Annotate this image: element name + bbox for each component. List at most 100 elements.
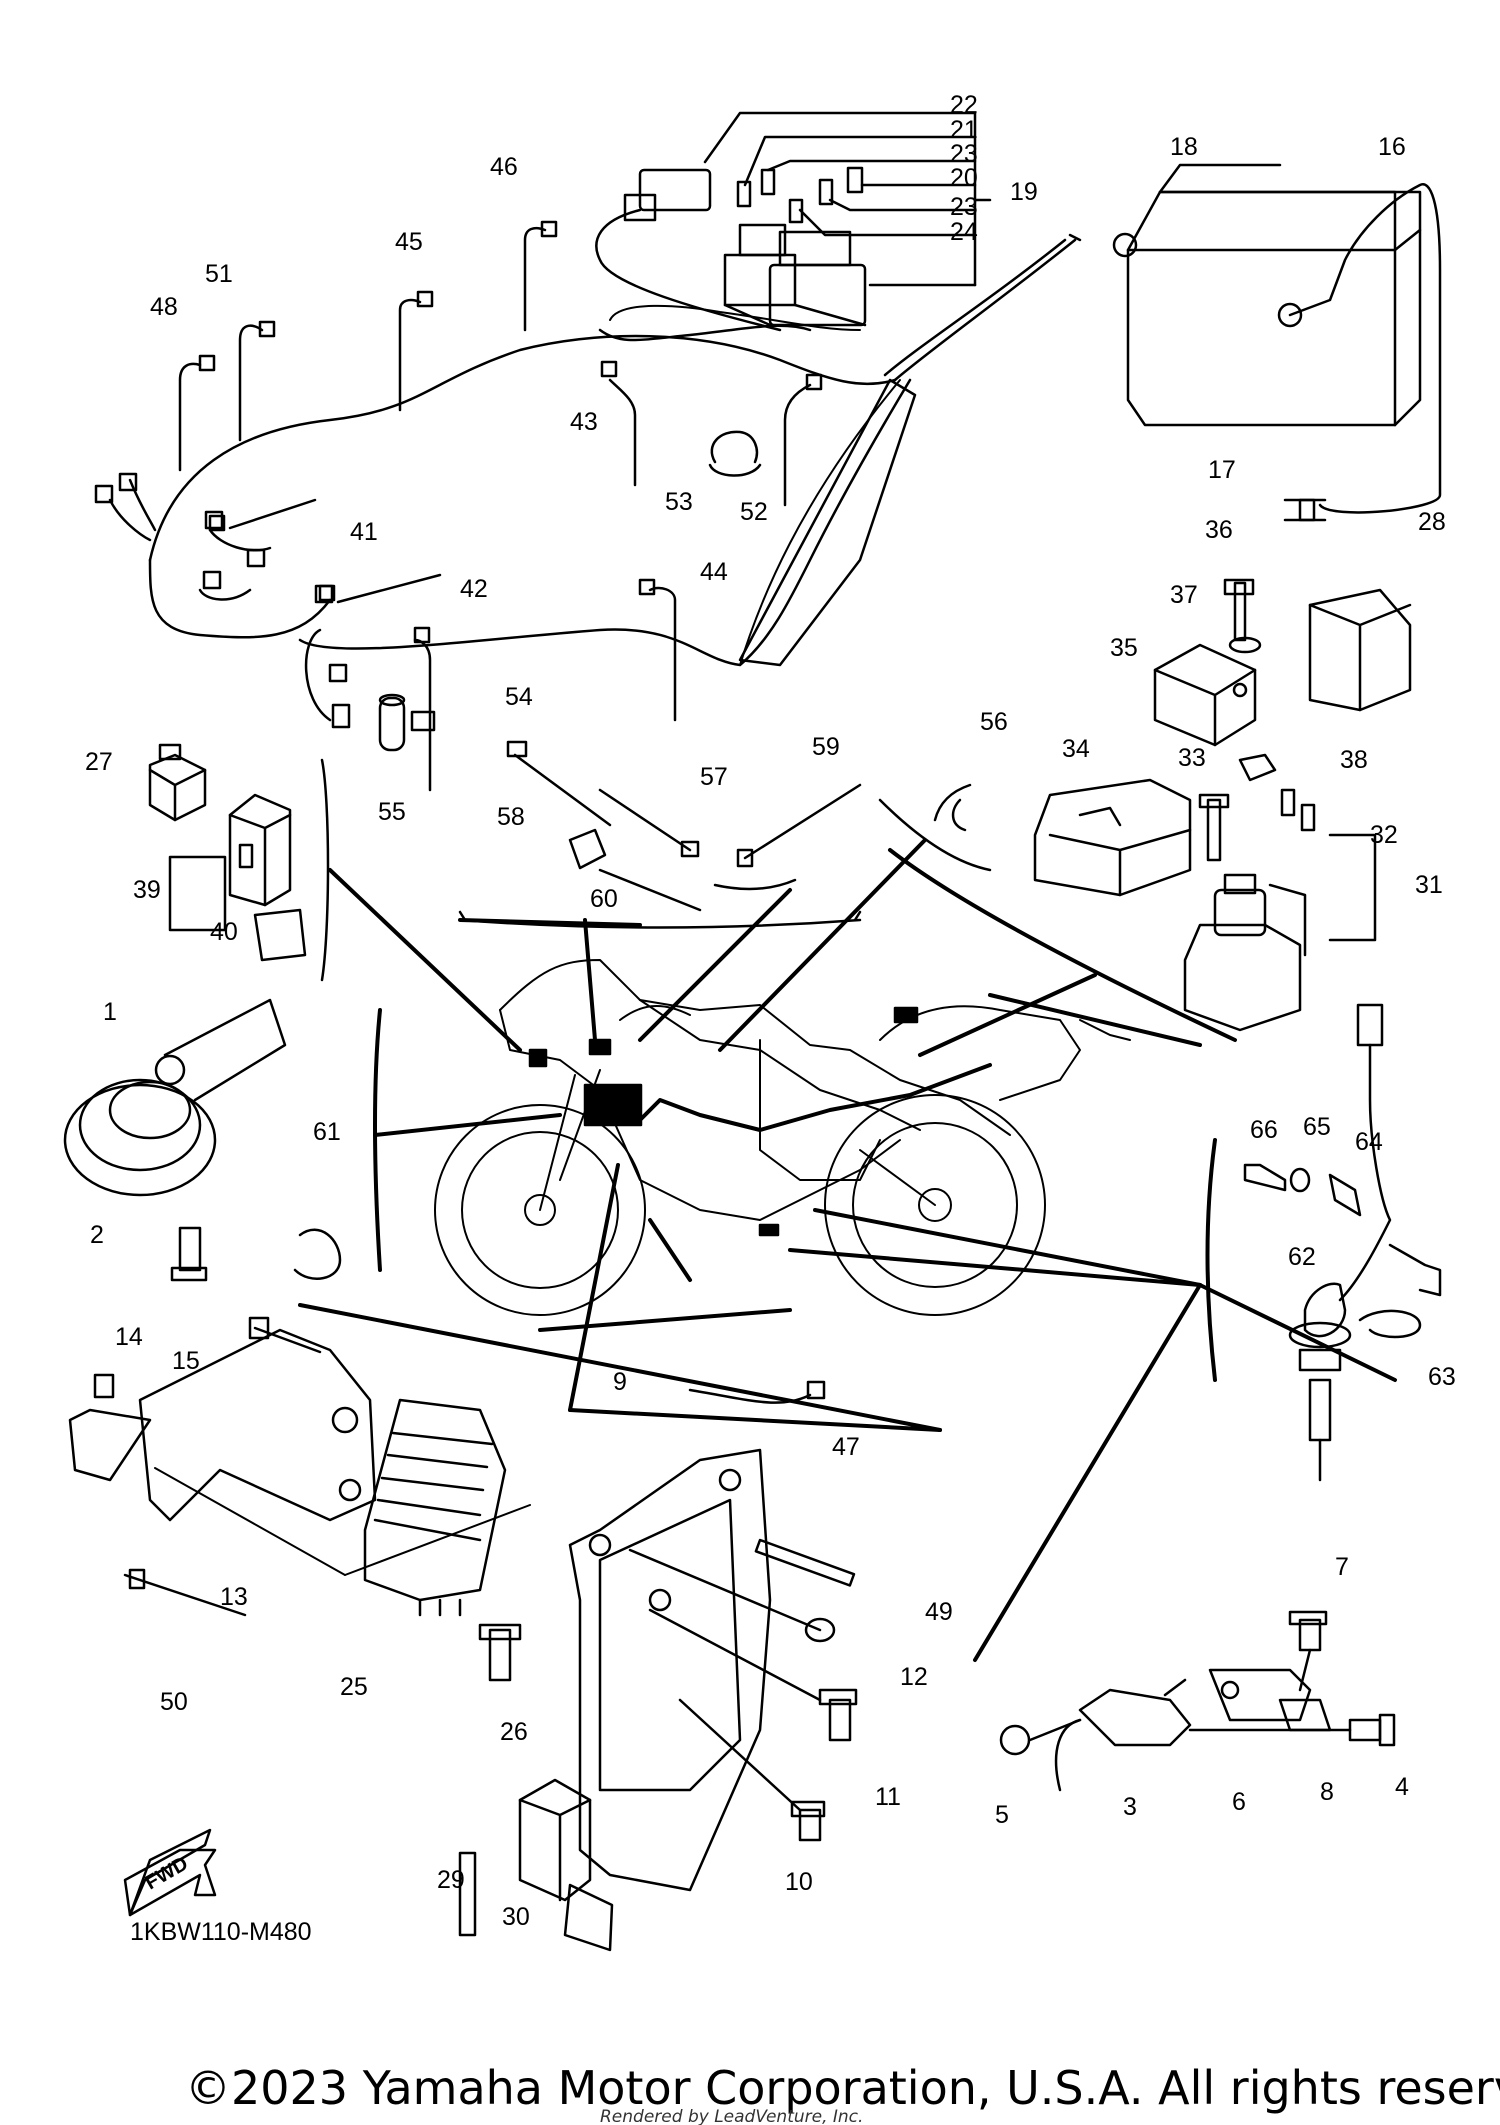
relay-29-30 [458, 1778, 614, 1952]
bolt-26 [488, 1628, 512, 1682]
callout-21: 21 [950, 116, 978, 144]
diagram-code: 1KBW110-M480 [130, 1918, 312, 1946]
harness-sheath [738, 378, 917, 667]
fuse-23a [760, 168, 776, 196]
wire-47 [688, 1388, 812, 1404]
fuse-box [595, 111, 992, 332]
tie-59 [743, 783, 862, 860]
band-54 [410, 710, 436, 732]
fuse-20 [846, 166, 864, 194]
fwd-arrow: FWD [123, 1828, 217, 1917]
callout-50: 50 [160, 1688, 188, 1716]
callout-49: 49 [925, 1598, 953, 1626]
callout-25: 25 [340, 1673, 368, 1701]
bolt-15 [253, 1326, 322, 1354]
callout-3: 3 [1123, 1793, 1137, 1821]
callout-53: 53 [665, 488, 693, 516]
tie-58 [513, 753, 612, 827]
callout-46: 46 [490, 153, 518, 181]
plate-6 [1208, 1668, 1312, 1722]
bolt-36 [1233, 581, 1247, 642]
callout-54: 54 [505, 683, 533, 711]
collar-65 [1289, 1167, 1311, 1193]
wire-harness [94, 220, 1082, 792]
callout-20: 20 [950, 164, 978, 192]
render-credit: Rendered by LeadVenture, Inc. [600, 2107, 863, 2125]
relay-28 [1308, 588, 1412, 712]
callout-13: 13 [220, 1583, 248, 1611]
callout-38: 38 [1340, 746, 1368, 774]
callout-44: 44 [700, 558, 728, 586]
grommet-12 [804, 1617, 836, 1643]
clamp-56 [933, 783, 972, 832]
tie-60 [598, 868, 702, 912]
relay-39 [168, 793, 307, 962]
callout-8: 8 [1320, 1778, 1334, 1806]
callout-23-second: 23 [950, 193, 978, 221]
callout-14: 14 [115, 1323, 143, 1351]
callout-33: 33 [1178, 744, 1206, 772]
wire-47-connector [806, 1380, 826, 1400]
sensor-wire [1054, 1718, 1082, 1792]
callout-19: 19 [1010, 178, 1038, 206]
pointer-lines [328, 838, 1202, 1412]
callout-5: 5 [995, 1801, 1009, 1829]
callout-66: 66 [1250, 1116, 1278, 1144]
callout-32: 32 [1370, 821, 1398, 849]
callout-15: 15 [172, 1347, 200, 1375]
clip-63 [1358, 1309, 1422, 1339]
callout-59: 59 [812, 733, 840, 761]
callout-27: 27 [85, 748, 113, 776]
callout-16: 16 [1378, 133, 1406, 161]
callout-17: 17 [1208, 456, 1236, 484]
callout-7: 7 [1335, 1553, 1349, 1581]
callout-24: 24 [950, 218, 978, 246]
battery [1112, 163, 1442, 522]
callout-22: 22 [950, 91, 978, 119]
callout-60: 60 [590, 885, 618, 913]
callout-45: 45 [395, 228, 423, 256]
callout-55: 55 [378, 798, 406, 826]
callout-11: 11 [875, 1783, 901, 1811]
callout-26: 26 [500, 1718, 528, 1746]
motorcycle [434, 959, 1131, 1316]
motorcycle-parts-highlight [528, 1006, 992, 1237]
relay-27 [148, 743, 207, 822]
callout-30: 30 [502, 1903, 530, 1931]
fwd-label: FWD [142, 1853, 192, 1895]
wire-42 [336, 573, 442, 604]
starter-relay-31 [1183, 788, 1377, 1032]
bolt-33 [1206, 798, 1222, 862]
callout-39: 39 [133, 876, 161, 904]
bolt-11 [828, 1698, 852, 1742]
sensor-3 [1078, 1688, 1192, 1747]
bracket-64 [1328, 1173, 1362, 1217]
bolt-10 [798, 1808, 822, 1842]
switch-62 [1303, 1282, 1347, 1338]
nut-14 [93, 1373, 115, 1399]
clamp-53 [710, 430, 759, 464]
connector-40 [253, 908, 307, 962]
callout-48: 48 [150, 293, 178, 321]
callout-43: 43 [570, 408, 598, 436]
callout-57: 57 [700, 763, 728, 791]
tie-57 [598, 788, 692, 852]
fuse-32b [1300, 803, 1316, 832]
regulator-25 [363, 1398, 507, 1617]
bolt-7 [1298, 1618, 1322, 1652]
callout-37: 37 [1170, 581, 1198, 609]
callout-65: 65 [1303, 1113, 1331, 1141]
callout-62: 62 [1288, 1243, 1316, 1271]
callout-51: 51 [205, 260, 233, 288]
callout-10: 10 [785, 1868, 813, 1896]
side-stand-switch [1243, 1003, 1442, 1482]
clamp-61 [293, 1228, 342, 1280]
callout-2: 2 [90, 1221, 104, 1249]
callout-23: 23 [950, 140, 978, 168]
callout-34: 34 [1062, 735, 1090, 763]
leader-22 [703, 111, 977, 164]
callout-28: 28 [1418, 508, 1446, 536]
cap-55 [378, 696, 406, 752]
connector-62 [1356, 1003, 1384, 1047]
fuse-32a [1280, 788, 1296, 817]
